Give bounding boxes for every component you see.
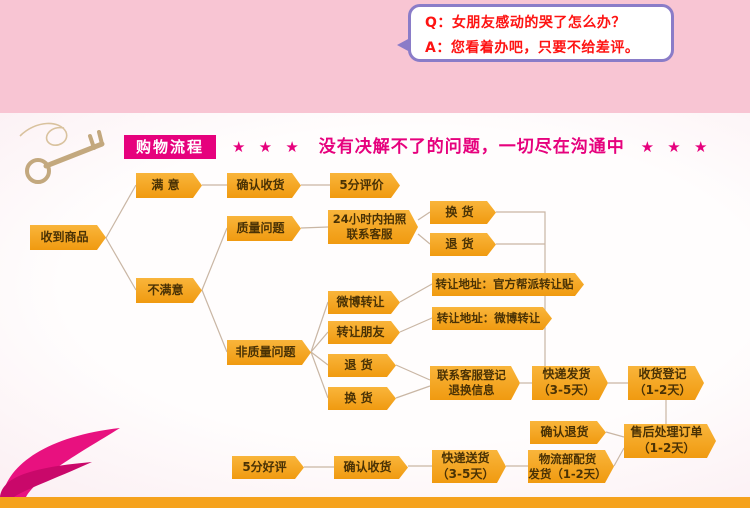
flow-node-label: 换 货 xyxy=(344,390,373,405)
flow-node-label: 退换信息 xyxy=(448,383,495,397)
flow-node-label: 换 货 xyxy=(445,204,474,219)
flow-node-aftersale-process: 售后处理订单（1-2天） xyxy=(624,424,716,458)
flow-node-label: 联系客服 xyxy=(346,227,393,241)
flow-node-express-send: 快递发货（3-5天） xyxy=(532,366,608,400)
flow-node-cs-register: 联系客服登记退换信息 xyxy=(430,366,520,400)
key-icon xyxy=(19,122,105,184)
flow-node-label: （1-2天） xyxy=(633,383,692,397)
flow-node-label: 满 意 xyxy=(151,177,180,192)
answer-line: A：您看着办吧，只要不给差评。 xyxy=(425,40,640,56)
flow-node-label: 24小时内拍照 xyxy=(332,212,407,227)
flow-node-confirm-receipt-2: 确认收货 xyxy=(334,456,408,479)
flow-node-label: 转让地址：官方帮派转让贴 xyxy=(435,277,574,292)
flow-node-receipt-register: 收货登记（1-2天） xyxy=(628,366,704,400)
flow-node-label: 物流部配货 xyxy=(538,451,597,466)
flow-node-label: （1-2天） xyxy=(637,441,696,455)
flow-node-transfer-addr-weibo: 转让地址：微博转让 xyxy=(432,307,552,330)
flow-node-label: 联系客服登记 xyxy=(437,368,506,383)
flow-node-quality-issue: 质量问题 xyxy=(227,216,301,241)
section-title: ★ ★ ★ 没有决解不了的问题，一切尽在沟通中 ★ ★ ★ xyxy=(232,135,711,159)
flow-node-label: 确认收货 xyxy=(343,459,392,474)
flow-node-unsatisfied: 不满意 xyxy=(136,278,202,303)
flow-node-exchange-nonquality: 换 货 xyxy=(328,387,396,410)
shopping-process-badge: 购物流程 xyxy=(124,135,217,159)
flow-node-received: 收到商品 xyxy=(30,225,106,250)
flow-node-label: 发货（1-2天） xyxy=(528,466,607,481)
flow-node-label: （3-5天） xyxy=(537,383,596,397)
flow-node-label: 5分评价 xyxy=(339,177,384,192)
flow-node-non-quality-issue: 非质量问题 xyxy=(227,340,311,365)
flow-node-express-deliver: 快递送货（3-5天） xyxy=(432,450,506,483)
flow-node-confirm-return: 确认退货 xyxy=(530,421,606,444)
stars-right-icon: ★ ★ ★ xyxy=(640,138,712,156)
flow-node-return-nonquality: 退 货 xyxy=(328,354,396,377)
flow-node-confirm-receipt: 确认收货 xyxy=(227,173,301,198)
flow-node-return-quality: 退 货 xyxy=(430,233,496,256)
flow-node-rate-5: 5分评价 xyxy=(330,173,400,198)
speech-bubble-tail xyxy=(397,38,410,52)
qa-speech-bubble: Q：女朋友感动的哭了怎么办？ A：您看着办吧，只要不给差评。 xyxy=(397,4,674,62)
flower-petal-decoration xyxy=(0,428,120,497)
flow-node-label: 确认收货 xyxy=(236,177,285,192)
flow-node-logistics-ship: 物流部配货发货（1-2天） xyxy=(528,450,614,483)
flow-node-transfer-addr-official: 转让地址：官方帮派转让贴 xyxy=(432,273,584,296)
flow-node-photo-24h: 24小时内拍照联系客服 xyxy=(328,210,418,244)
flow-node-label: 收货登记 xyxy=(638,367,687,382)
flow-node-label: 非质量问题 xyxy=(235,344,296,359)
flow-node-label: 收到商品 xyxy=(40,229,89,244)
flow-node-label: 确认退货 xyxy=(540,424,589,439)
flow-node-label: 退 货 xyxy=(445,236,474,251)
flow-node-good-rate-5: 5分好评 xyxy=(232,456,304,479)
bottom-orange-bar xyxy=(0,497,750,508)
flow-node-satisfied: 满 意 xyxy=(136,173,202,198)
section-title-text: 没有决解不了的问题，一切尽在沟通中 xyxy=(318,137,625,157)
flow-node-label: 微博转让 xyxy=(336,294,385,309)
flow-node-friend-transfer: 转让朋友 xyxy=(328,321,400,344)
flow-node-label: 质量问题 xyxy=(236,220,285,235)
flow-node-label: 转让地址：微博转让 xyxy=(436,311,541,326)
flow-node-label: 不满意 xyxy=(147,282,184,297)
flow-node-label: 售后处理订单 xyxy=(630,425,703,440)
flow-node-label: 5分好评 xyxy=(242,459,287,474)
flow-node-label: 转让朋友 xyxy=(336,324,385,339)
question-line: Q：女朋友感动的哭了怎么办？ xyxy=(425,15,626,31)
top-pink-band: Q：女朋友感动的哭了怎么办？ A：您看着办吧，只要不给差评。 xyxy=(0,0,750,113)
flow-node-label: 快递发货 xyxy=(542,367,591,382)
stars-left-icon: ★ ★ ★ xyxy=(232,138,303,156)
flow-node-exchange-quality: 换 货 xyxy=(430,201,496,224)
flow-node-weibo-transfer: 微博转让 xyxy=(328,291,400,314)
flow-node-label: （3-5天） xyxy=(436,466,495,481)
flow-node-label: 退 货 xyxy=(344,357,373,372)
flow-node-label: 快递送货 xyxy=(441,450,490,465)
